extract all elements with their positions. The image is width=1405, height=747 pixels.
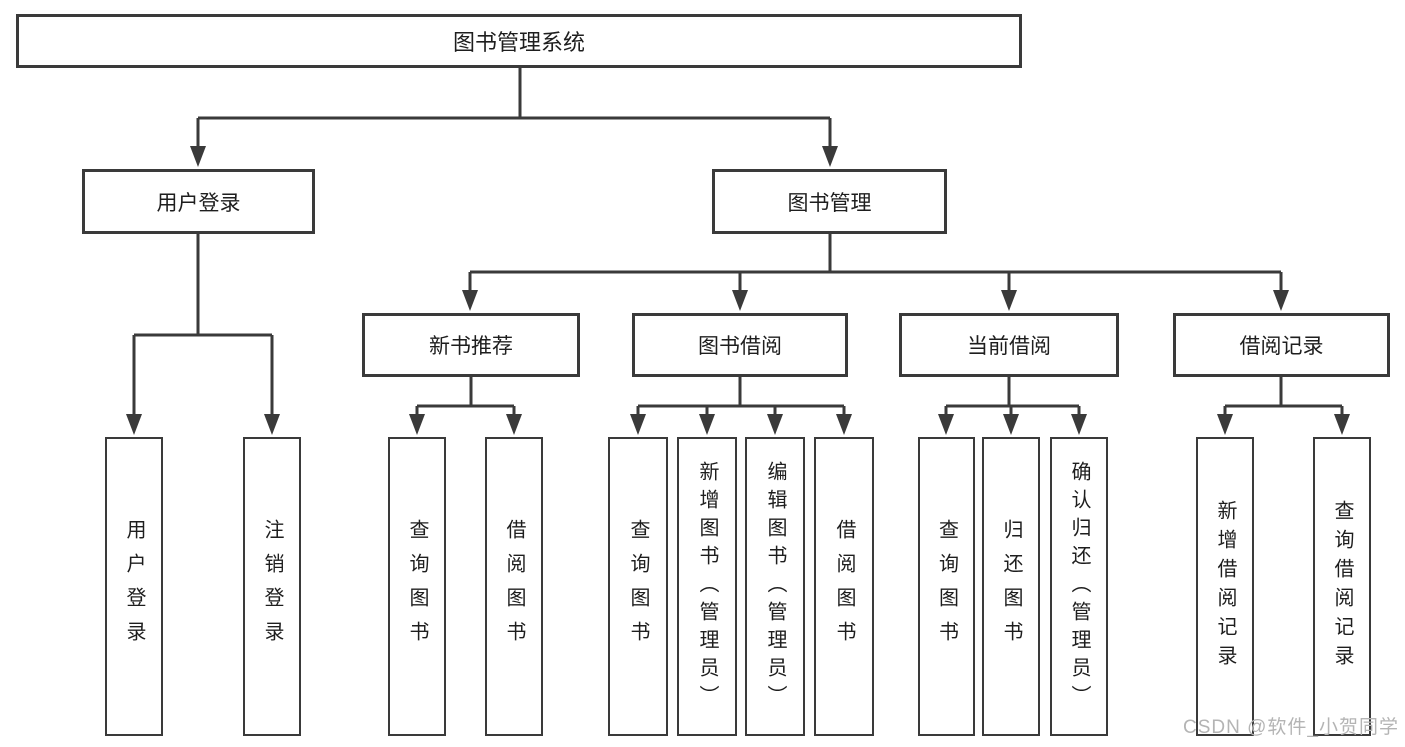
leaf-borrowing-borrow-books: 借阅图书 — [814, 437, 874, 736]
node-label: 新增图书（管理员） — [696, 460, 718, 713]
node-label: 借阅记录 — [1239, 335, 1324, 358]
leaf-current-return-books: 归还图书 — [982, 437, 1040, 736]
node-label: 图书借阅 — [698, 335, 782, 358]
node-label: 用户登录 — [156, 191, 241, 215]
node-label: 注销登录 — [261, 518, 283, 655]
node-label: 图书管理 — [787, 191, 872, 215]
leaf-current-confirm-return-admin: 确认归还（管理员） — [1050, 437, 1108, 736]
node-label: 新书推荐 — [429, 335, 513, 358]
node-label: 编辑图书（管理员） — [764, 460, 786, 713]
node-label: 新增借阅记录 — [1214, 499, 1236, 674]
node-library-management-system: 图书管理系统 — [16, 14, 1022, 68]
node-current-borrowing: 当前借阅 — [899, 313, 1119, 377]
node-label: 查询图书 — [935, 518, 958, 655]
node-label: 借阅图书 — [503, 518, 525, 655]
node-label: 查询图书 — [406, 518, 428, 655]
node-new-book-recommend: 新书推荐 — [362, 313, 580, 377]
node-book-management: 图书管理 — [712, 169, 947, 234]
leaf-logout: 注销登录 — [243, 437, 301, 736]
node-label: 借阅图书 — [833, 518, 855, 655]
node-label: 用户登录 — [123, 518, 145, 655]
node-label: 图书管理系统 — [452, 30, 585, 55]
leaf-borrowing-query-books: 查询图书 — [608, 437, 668, 736]
leaf-borrowing-add-books-admin: 新增图书（管理员） — [677, 437, 737, 736]
node-label: 确认归还（管理员） — [1068, 460, 1090, 713]
csdn-watermark: CSDN @软件_小贺同学 — [1183, 717, 1399, 738]
node-user-login: 用户登录 — [82, 169, 315, 234]
node-label: 归还图书 — [1000, 518, 1022, 655]
leaf-records-add-borrow-record: 新增借阅记录 — [1196, 437, 1254, 736]
node-borrowing-records: 借阅记录 — [1173, 313, 1390, 377]
leaf-recommend-query-books: 查询图书 — [388, 437, 446, 736]
arrowheads — [126, 146, 1350, 435]
node-label: 当前借阅 — [967, 335, 1051, 358]
leaf-borrowing-edit-books-admin: 编辑图书（管理员） — [745, 437, 805, 736]
node-book-borrowing: 图书借阅 — [632, 313, 848, 377]
leaf-user-login: 用户登录 — [105, 437, 163, 736]
node-label: 查询借阅记录 — [1331, 499, 1353, 674]
node-label: 查询图书 — [627, 518, 649, 655]
leaf-current-query-books: 查询图书 — [918, 437, 975, 736]
leaf-recommend-borrow-books: 借阅图书 — [485, 437, 543, 736]
leaf-records-query-borrow-record: 查询借阅记录 — [1313, 437, 1371, 736]
